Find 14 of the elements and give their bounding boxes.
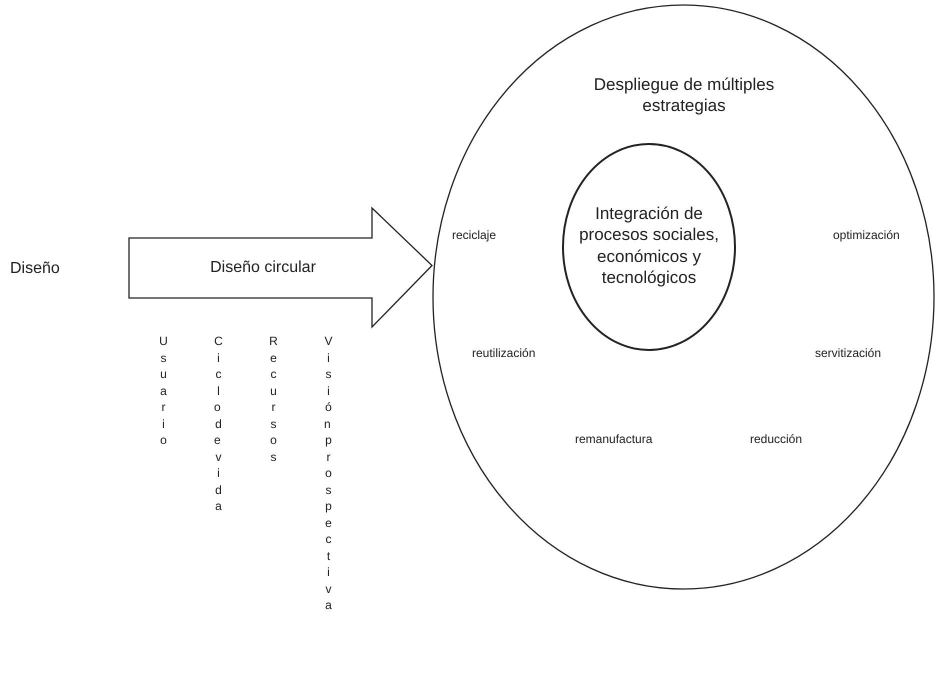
strategy-label: remanufactura <box>575 432 652 446</box>
vertical-label: Ciclo de vida <box>213 333 235 514</box>
vertical-label: Visión prospectiva <box>323 333 345 614</box>
strategy-label: servitización <box>815 346 882 360</box>
strategy-label: reducción <box>750 432 802 446</box>
strategy-label: optimización <box>833 228 900 242</box>
circle-heading: Despliegue de múltiples estrategias <box>592 74 776 116</box>
vertical-label: Usuario <box>158 333 180 448</box>
circle-label: Integración de procesos sociales, económicos y tecnológicos <box>578 203 720 288</box>
strategy-label: reutilización <box>472 346 536 360</box>
side-label: Diseño <box>10 260 60 278</box>
arrow-label: Diseño circular <box>209 258 317 278</box>
strategy-label: reciclaje <box>452 228 496 242</box>
vertical-label: Recursos <box>268 333 290 465</box>
